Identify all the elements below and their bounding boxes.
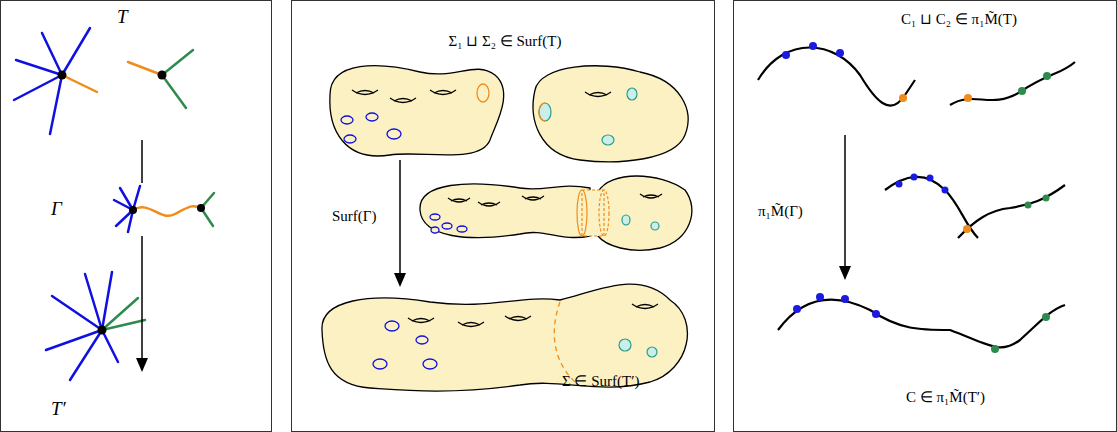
functor-label: Surf(Γ): [332, 208, 377, 225]
morphism-label: Γ: [51, 199, 62, 220]
surface-caption: Σ ∈ Surf(T′): [562, 373, 640, 390]
graph-label: T′: [51, 399, 66, 420]
graph-panel: T Γ T′: [0, 0, 272, 432]
functor-label: π₁M̃(Γ): [758, 203, 803, 220]
surface-caption: Σ₁ ⊔ Σ₂ ∈ Surf(T): [449, 33, 562, 50]
curve-panel: C₁ ⊔ C₂ ∈ π₁M̃(T) π₁M̃(Γ) C ∈ π₁M̃(T′): [733, 0, 1117, 432]
surface-panel: Σ₁ ⊔ Σ₂ ∈ Surf(T) Surf(Γ) Σ ∈ Surf(T′): [291, 0, 715, 432]
curve-caption: C₁ ⊔ C₂ ∈ π₁M̃(T): [901, 11, 1017, 28]
curve-caption: C ∈ π₁M̃(T′): [906, 389, 985, 406]
graph-label: T: [117, 7, 128, 28]
